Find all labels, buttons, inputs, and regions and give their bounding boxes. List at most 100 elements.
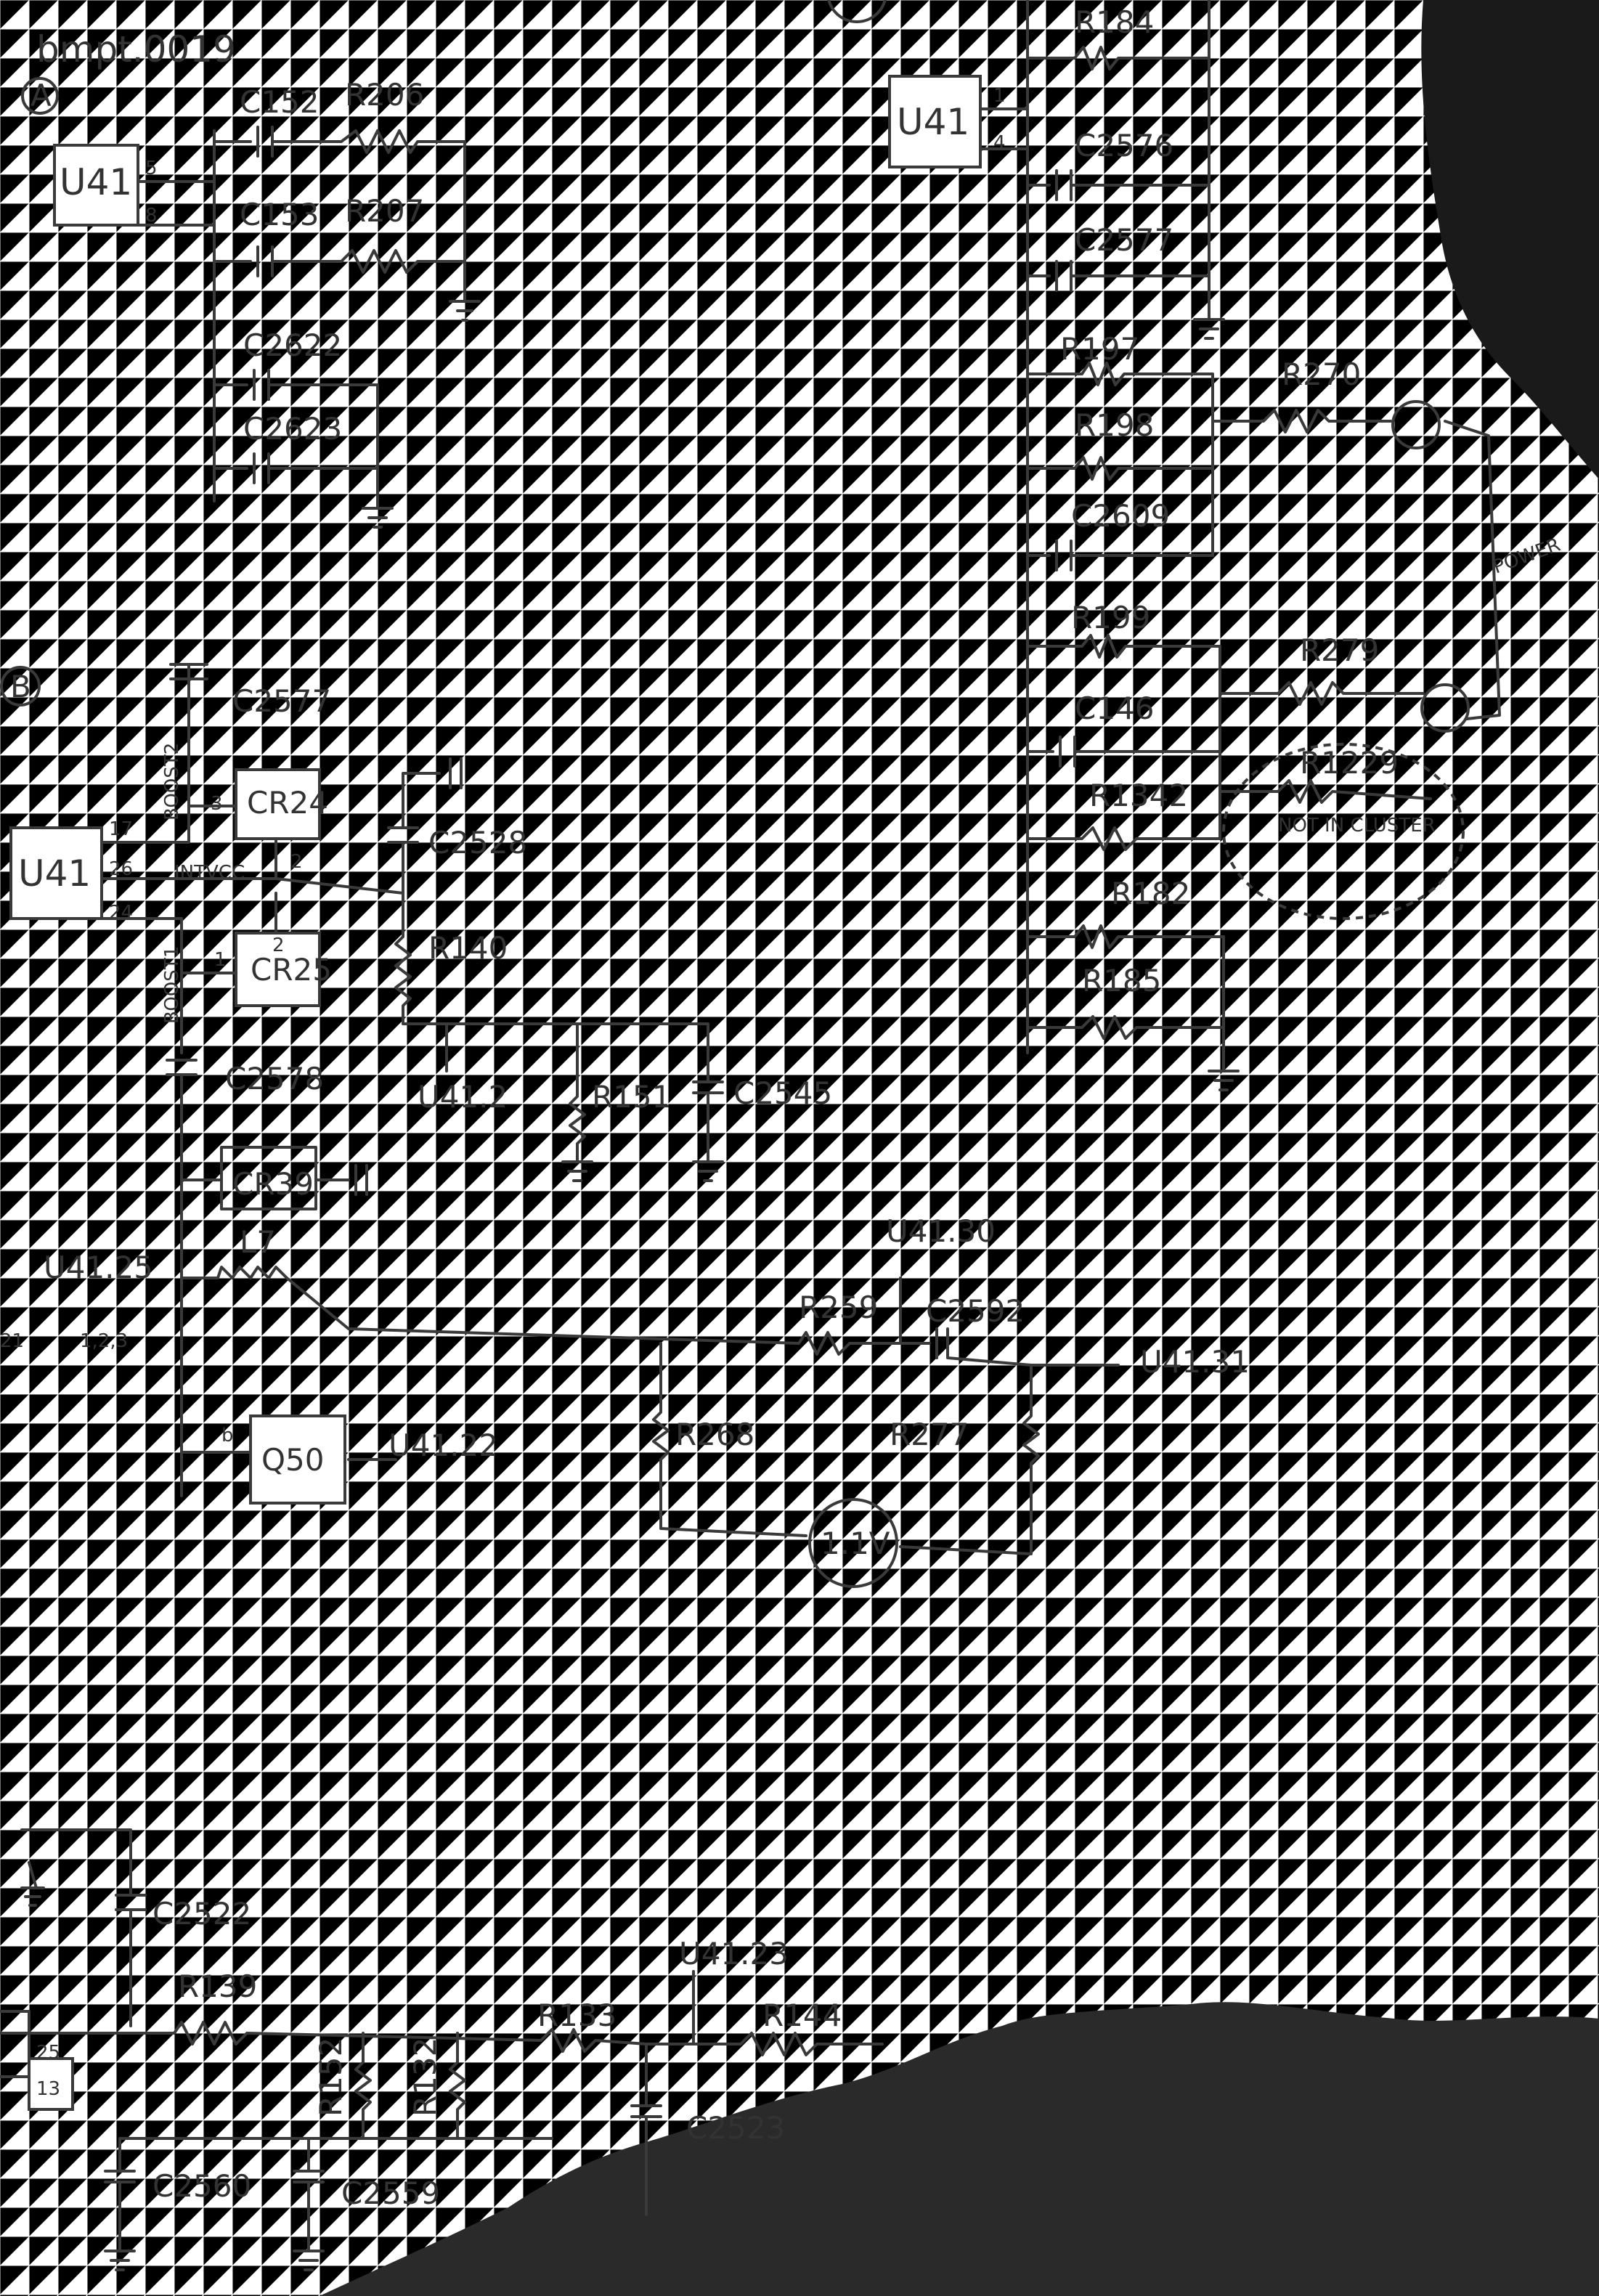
chip-b-pin-26: 26 (109, 858, 133, 880)
cr25-pin-1: 1 (214, 949, 227, 971)
page-reference: bmpt.0019 (36, 28, 236, 70)
q50-label: Q50 (261, 1442, 325, 1478)
test-point-1v1-label: 1.1V (821, 1526, 890, 1561)
c2609-label: C2609 (1071, 498, 1170, 534)
c2560-label: C2560 (152, 2168, 251, 2204)
cr24-label: CR24 (247, 785, 328, 821)
power-test-point-lower (1420, 683, 1470, 733)
c2577-right-label: C2577 (1075, 222, 1173, 258)
r259-label: R259 (799, 1290, 878, 1325)
r139-label: R139 (178, 1969, 257, 2004)
test-point-1v1 (808, 1498, 898, 1588)
r206-label: R206 (345, 77, 424, 113)
r152-label: R152 (313, 2038, 349, 2117)
bottom-pin-block (28, 2057, 74, 2111)
u41-22-label: U41.22 (388, 1428, 498, 1463)
chip-b-pin-24: 24 (109, 902, 133, 924)
c2559-label: C2559 (341, 2175, 440, 2211)
chip-u41-b (9, 826, 103, 920)
cr25-pin-2: 2 (272, 935, 285, 956)
r151-label: R151 (592, 1079, 671, 1115)
r197-label: R197 (1060, 331, 1139, 367)
chip-u41-right-label: U41 (897, 101, 969, 143)
chip-u41-b-label: U41 (18, 852, 91, 895)
chip-u41-right (888, 75, 982, 168)
u41-30-label: U41.30 (886, 1213, 996, 1249)
c146-label: C146 (1075, 691, 1155, 726)
not-in-cluster-note: NOT IN CLUSTER (1278, 815, 1436, 836)
right-bus (1026, 0, 1501, 1091)
power-test-point-upper (1391, 400, 1441, 449)
c2576-label: C2576 (1075, 128, 1173, 163)
chip-a-pin-8: 8 (145, 205, 158, 227)
c2622-label: C2622 (243, 327, 342, 363)
r279-label: R279 (1300, 632, 1379, 668)
u41-31-label: U41.31 (1140, 1344, 1250, 1380)
c2522-label: C2522 (152, 1896, 251, 1931)
top-circle-fragment (827, 0, 887, 23)
l7-label: L7 (240, 1224, 276, 1260)
r199-label: R199 (1071, 600, 1150, 635)
u41-25-label: U41.25 (44, 1250, 153, 1285)
chip-u41-a (53, 144, 139, 227)
not-in-cluster-outline (1222, 743, 1465, 920)
r277-label: R277 (890, 1417, 969, 1452)
c2545-label: C2545 (733, 1075, 832, 1111)
chip-right-pin-1: 1 (993, 85, 1006, 107)
bottom-wiring (0, 1828, 884, 2271)
chip-right-pin-wires (979, 107, 1029, 150)
scan-shadow-top-right (1421, 0, 1599, 479)
q50-pin-b: b (221, 1425, 234, 1446)
c2592-label: C2592 (926, 1293, 1025, 1329)
transistor-q50 (249, 1414, 346, 1505)
diode-cr24 (235, 768, 321, 840)
c152-label: C152 (240, 84, 320, 120)
r182-label: R182 (1111, 876, 1190, 911)
net-boost2: BOOST2 (161, 743, 183, 821)
chip-a-pin-wires (137, 180, 216, 227)
section-b-marker (0, 666, 41, 707)
section-b-letter: B (10, 669, 31, 704)
u41-2-label: U41.2 (418, 1079, 508, 1115)
c153-label: C153 (240, 197, 320, 232)
chip-right-pin-4: 4 (993, 132, 1006, 154)
r1342-label: R1342 (1089, 778, 1188, 813)
r133-label: R133 (537, 1998, 617, 2033)
r144-label: R144 (762, 1998, 842, 2033)
chip-b-pin-17: 17 (109, 818, 133, 840)
c2623-label: C2623 (243, 411, 342, 447)
cr24-pin-2: 2 (290, 851, 303, 873)
cr25-label: CR25 (251, 952, 332, 988)
r184-label: R184 (1075, 4, 1154, 40)
section-a-letter: A (30, 78, 52, 113)
c2528-label: C2528 (428, 825, 527, 860)
cr39-label: CR39 (232, 1166, 314, 1202)
r1229-label: R1229 (1300, 745, 1399, 781)
section-a-bus (213, 126, 481, 529)
r198-label: R198 (1075, 407, 1154, 443)
c2577-label: C2577 (232, 683, 331, 719)
r185-label: R185 (1082, 963, 1161, 998)
c2523-label: C2523 (686, 2110, 785, 2146)
chip-a-pin-5: 5 (145, 158, 158, 179)
left-edge-123: 1,2,3 (80, 1330, 128, 1352)
net-intvcc: INTVCC (174, 862, 245, 884)
left-edge-21: 21 (0, 1330, 24, 1352)
net-boost1: BOOST1 (161, 946, 183, 1024)
cr24-pin-3: 3 (211, 793, 223, 815)
bottom-pin-13: 13 (36, 2078, 60, 2100)
u41-23-label: U41.23 (679, 1936, 789, 1971)
r207-label: R207 (345, 193, 424, 229)
r268-label: R268 (675, 1417, 754, 1452)
section-b-wiring (100, 663, 1120, 1555)
c2578-label: C2578 (225, 1061, 324, 1096)
r132-label: R132 (407, 2038, 443, 2117)
diode-cr25 (235, 932, 321, 1007)
chip-u41-a-label: U41 (60, 161, 132, 203)
section-a-marker (21, 77, 59, 115)
bottom-pin-25: 25 (36, 2042, 60, 2064)
r270-label: R270 (1282, 357, 1361, 392)
scan-shadow-bottom (320, 2002, 1599, 2296)
r140-label: R140 (428, 930, 508, 966)
